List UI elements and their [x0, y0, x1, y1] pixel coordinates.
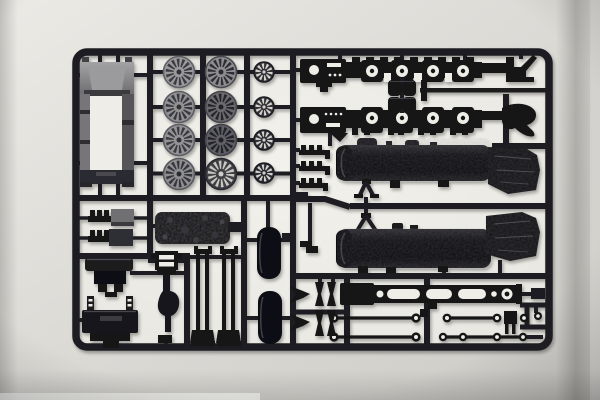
sprue-photo — [0, 0, 600, 400]
vignette-overlay — [0, 0, 600, 400]
